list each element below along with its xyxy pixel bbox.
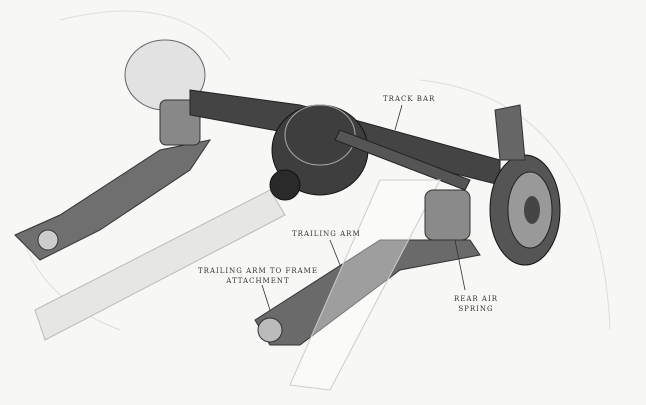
right-air-spring — [424, 189, 471, 241]
label-trailing-arm: TRAILING ARM — [292, 230, 361, 238]
right-trailing-arm — [254, 239, 481, 346]
label-rear-air-spring: REAR AIR SPRING — [454, 294, 498, 314]
label-line: SPRING — [458, 305, 494, 313]
drive-shaft — [34, 189, 286, 341]
track-bar — [334, 129, 471, 191]
label-line: REAR AIR — [454, 295, 499, 303]
left-trailing-arm — [14, 139, 212, 261]
label-line: TRAILING ARM TO FRAME — [198, 267, 318, 275]
label-trailing-arm-to-frame: TRAILING ARM TO FRAME ATTACHMENT — [198, 266, 318, 286]
label-line: ATTACHMENT — [226, 277, 290, 285]
label-track-bar: TRACK BAR — [383, 95, 436, 103]
